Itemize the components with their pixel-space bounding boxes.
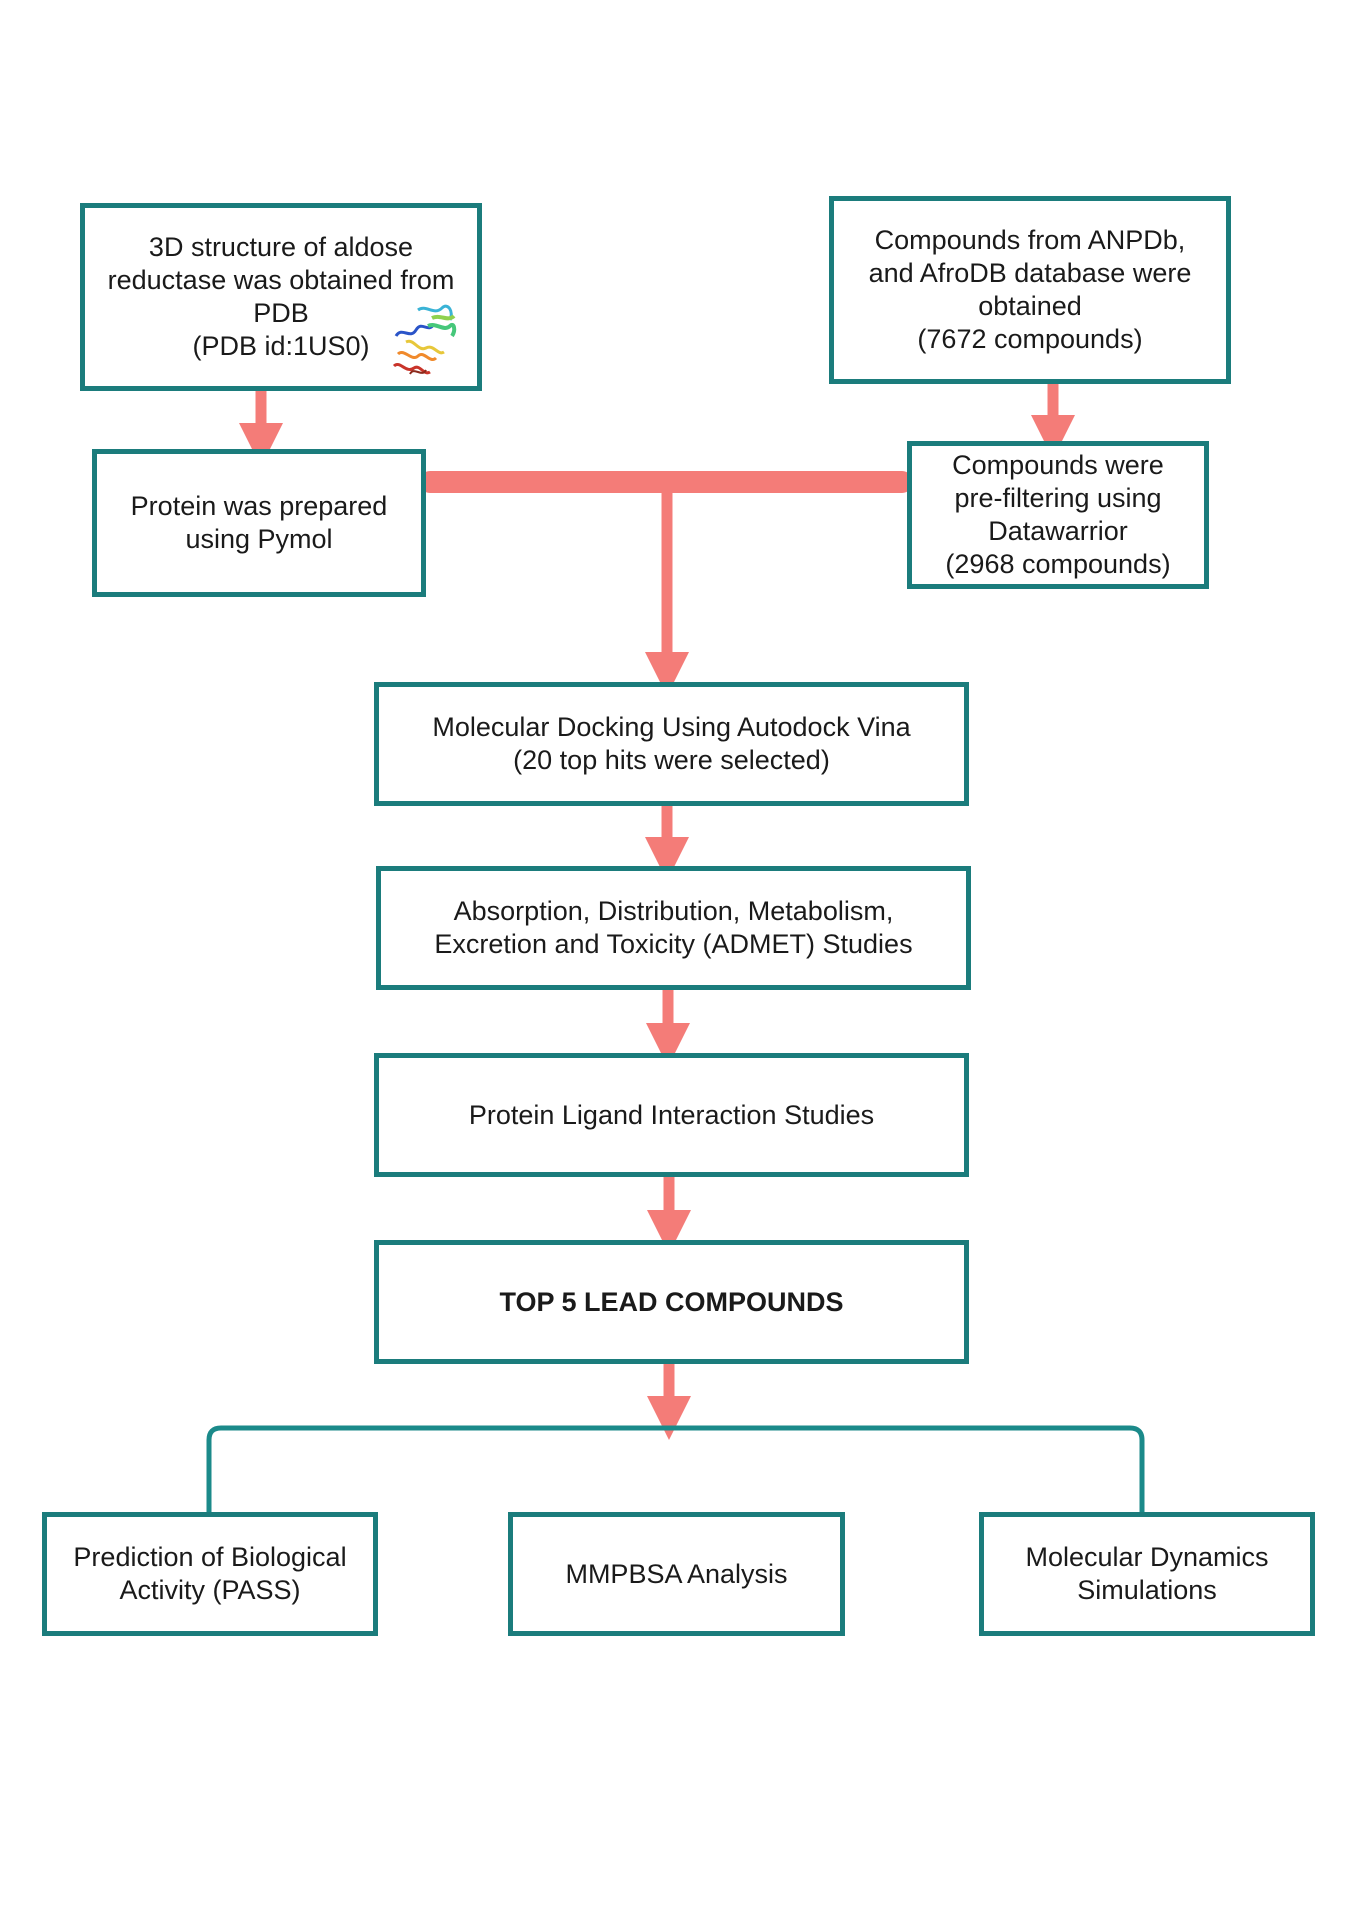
box-structure: 3D structure of aldose reductase was obt… <box>80 203 482 391</box>
box-prefilter: Compounds were pre-filtering using Dataw… <box>907 441 1209 589</box>
box-docking: Molecular Docking Using Autodock Vina (2… <box>374 682 969 806</box>
pass-text: Prediction of Biological Activity (PASS) <box>73 1542 347 1605</box>
md-text: Molecular Dynamics Simulations <box>1025 1542 1269 1605</box>
protein-ribbon-structure-image <box>392 304 457 375</box>
box-admet: Absorption, Distribution, Metabolism, Ex… <box>376 866 971 990</box>
box-protein-prep: Protein was prepared using Pymol <box>92 449 426 597</box>
structure-text: 3D structure of aldose reductase was obt… <box>107 232 455 361</box>
box-mmpbsa: MMPBSA Analysis <box>508 1512 845 1636</box>
box-compounds: Compounds from ANPDb, and AfroDB databas… <box>829 196 1231 384</box>
protein-prep-text: Protein was prepared using Pymol <box>130 491 388 554</box>
output-bracket <box>206 1425 1145 1516</box>
box-pass: Prediction of Biological Activity (PASS) <box>42 1512 378 1636</box>
interaction-text: Protein Ligand Interaction Studies <box>468 1099 875 1130</box>
docking-text: Molecular Docking Using Autodock Vina (2… <box>432 712 911 775</box>
top5-text: TOP 5 LEAD COMPOUNDS <box>499 1286 844 1317</box>
box-md: Molecular Dynamics Simulations <box>979 1512 1315 1636</box>
mmpbsa-text: MMPBSA Analysis <box>565 1558 788 1589</box>
box-interaction: Protein Ligand Interaction Studies <box>374 1053 969 1177</box>
prefilter-text: Compounds were pre-filtering using Dataw… <box>945 450 1171 579</box>
admet-text: Absorption, Distribution, Metabolism, Ex… <box>434 896 913 959</box>
box-top5: TOP 5 LEAD COMPOUNDS <box>374 1240 969 1364</box>
compounds-text: Compounds from ANPDb, and AfroDB databas… <box>868 225 1192 354</box>
